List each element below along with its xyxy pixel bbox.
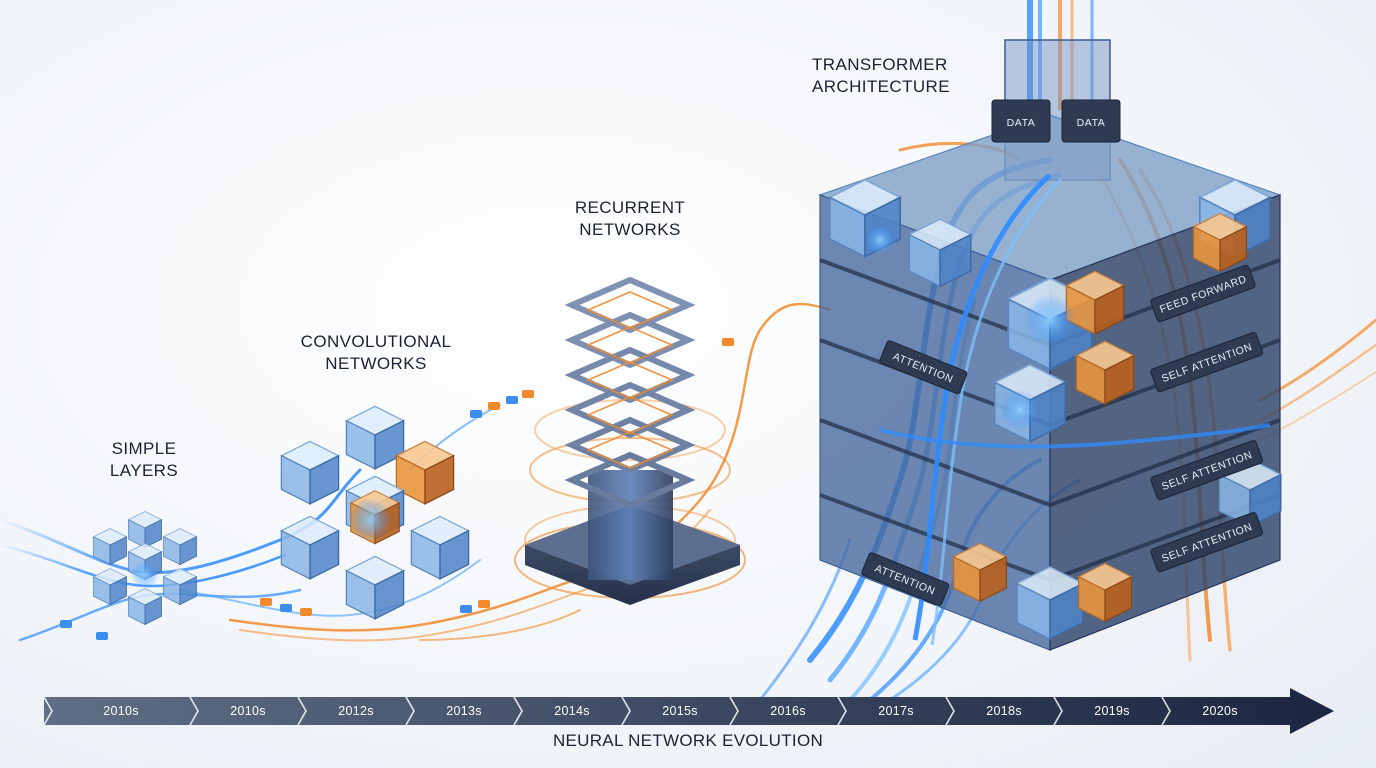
timeline-segment: 2020s	[1170, 697, 1270, 725]
timeline-segment: 2012s	[306, 697, 406, 725]
stage-label-simple-layers: SIMPLE LAYERS	[92, 438, 196, 482]
tag-data-right: DATA	[1062, 100, 1120, 142]
timeline-segment: 2014s	[522, 697, 622, 725]
conv-line1: CONVOLUTIONAL	[276, 331, 476, 353]
trans-line1: TRANSFORMER	[812, 54, 972, 76]
conv-line2: NETWORKS	[276, 353, 476, 375]
svg-text:DATA: DATA	[1077, 117, 1106, 129]
timeline-segment: 2010s	[52, 697, 190, 725]
timeline-caption: NEURAL NETWORK EVOLUTION	[0, 731, 1376, 751]
rec-line2: NETWORKS	[548, 219, 712, 241]
recurrent-tower	[515, 280, 745, 605]
stage-label-transformer-architecture: TRANSFORMER ARCHITECTURE	[812, 54, 972, 98]
timeline-segment: 2010s	[198, 697, 298, 725]
timeline-segment: 2013s	[414, 697, 514, 725]
timeline-segment: 2017s	[846, 697, 946, 725]
timeline-segment: 2019s	[1062, 697, 1162, 725]
timeline-segment: 2018s	[954, 697, 1054, 725]
simple-line2: LAYERS	[92, 460, 196, 482]
timeline-segment: 2015s	[630, 697, 730, 725]
simple-line1: SIMPLE	[92, 438, 196, 460]
simple-layers-cluster	[94, 512, 197, 625]
stage-label-recurrent-networks: RECURRENT NETWORKS	[548, 197, 712, 241]
svg-text:DATA: DATA	[1007, 117, 1036, 129]
trans-line2: ARCHITECTURE	[812, 76, 972, 98]
stage-label-convolutional-networks: CONVOLUTIONAL NETWORKS	[276, 331, 476, 375]
tag-data-left: DATA	[992, 100, 1050, 142]
timeline-segment: 2016s	[738, 697, 838, 725]
rec-line1: RECURRENT	[548, 197, 712, 219]
